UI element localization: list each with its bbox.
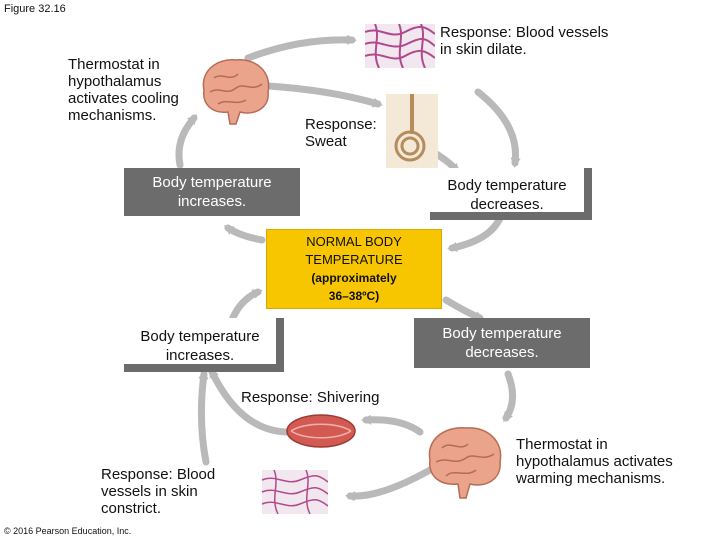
result-increase-bottom: Body temperature increases. — [124, 318, 284, 372]
response-vessels-dilate-label: Response: Blood vessels in skin dilate. — [440, 24, 609, 58]
arrow-thermostat-to-shivering — [361, 414, 424, 436]
response-sweat-label: Response: Sweat — [305, 116, 377, 150]
response-shivering-label: Response: Shivering — [241, 389, 380, 406]
arrow-shivering-to-increase — [208, 367, 290, 436]
arrow-normal-to-increase — [223, 224, 266, 244]
arrow-thermostat-to-constrict — [345, 466, 434, 502]
figure-label: Figure 32.16 — [4, 3, 66, 15]
normal-body-temperature: NORMAL BODY TEMPERATURE (approximately 3… — [266, 229, 442, 309]
thermostat-warming-label: Thermostat in hypothalamus activates war… — [516, 436, 673, 487]
response-vessels-constrict-label: Response: Blood vessels in skin constric… — [101, 466, 216, 517]
arrow-thermostat-to-sweat — [264, 82, 383, 108]
sweat-gland-icon — [386, 94, 438, 168]
brain-icon — [428, 427, 502, 499]
arrow-increase-to-normal-low — [228, 288, 263, 324]
center-line-2: TEMPERATURE — [305, 252, 403, 267]
stimulus-increase-top: Body temperature increases. — [124, 168, 300, 216]
stimulus-decrease-bottom: Body temperature decreases. — [414, 318, 590, 368]
brain-icon — [202, 59, 270, 125]
copyright: © 2016 Pearson Education, Inc. — [4, 526, 132, 536]
arrow-decrease-to-normal — [447, 214, 504, 252]
thermostat-cooling-label: Thermostat in hypothalamus activates coo… — [68, 56, 179, 124]
arrow-vessels-to-decrease — [474, 88, 521, 168]
arrow-normal-to-decrease-low — [442, 296, 485, 322]
arrow-decrease-to-thermostat — [502, 370, 516, 423]
arrow-increase-to-thermostat — [175, 114, 198, 169]
arrow-constrict-to-increase — [197, 369, 210, 466]
muscle-icon — [286, 414, 356, 448]
result-decrease-top: Body temperature decreases. — [430, 168, 592, 220]
center-line-1: NORMAL BODY — [306, 234, 402, 249]
center-line-3: (approximately — [311, 271, 397, 285]
center-line-4: 36–38ºC) — [328, 289, 380, 303]
blood-vessels-icon — [365, 24, 435, 68]
arrow-thermostat-to-vessels — [244, 34, 357, 62]
blood-vessels-icon — [262, 470, 328, 514]
